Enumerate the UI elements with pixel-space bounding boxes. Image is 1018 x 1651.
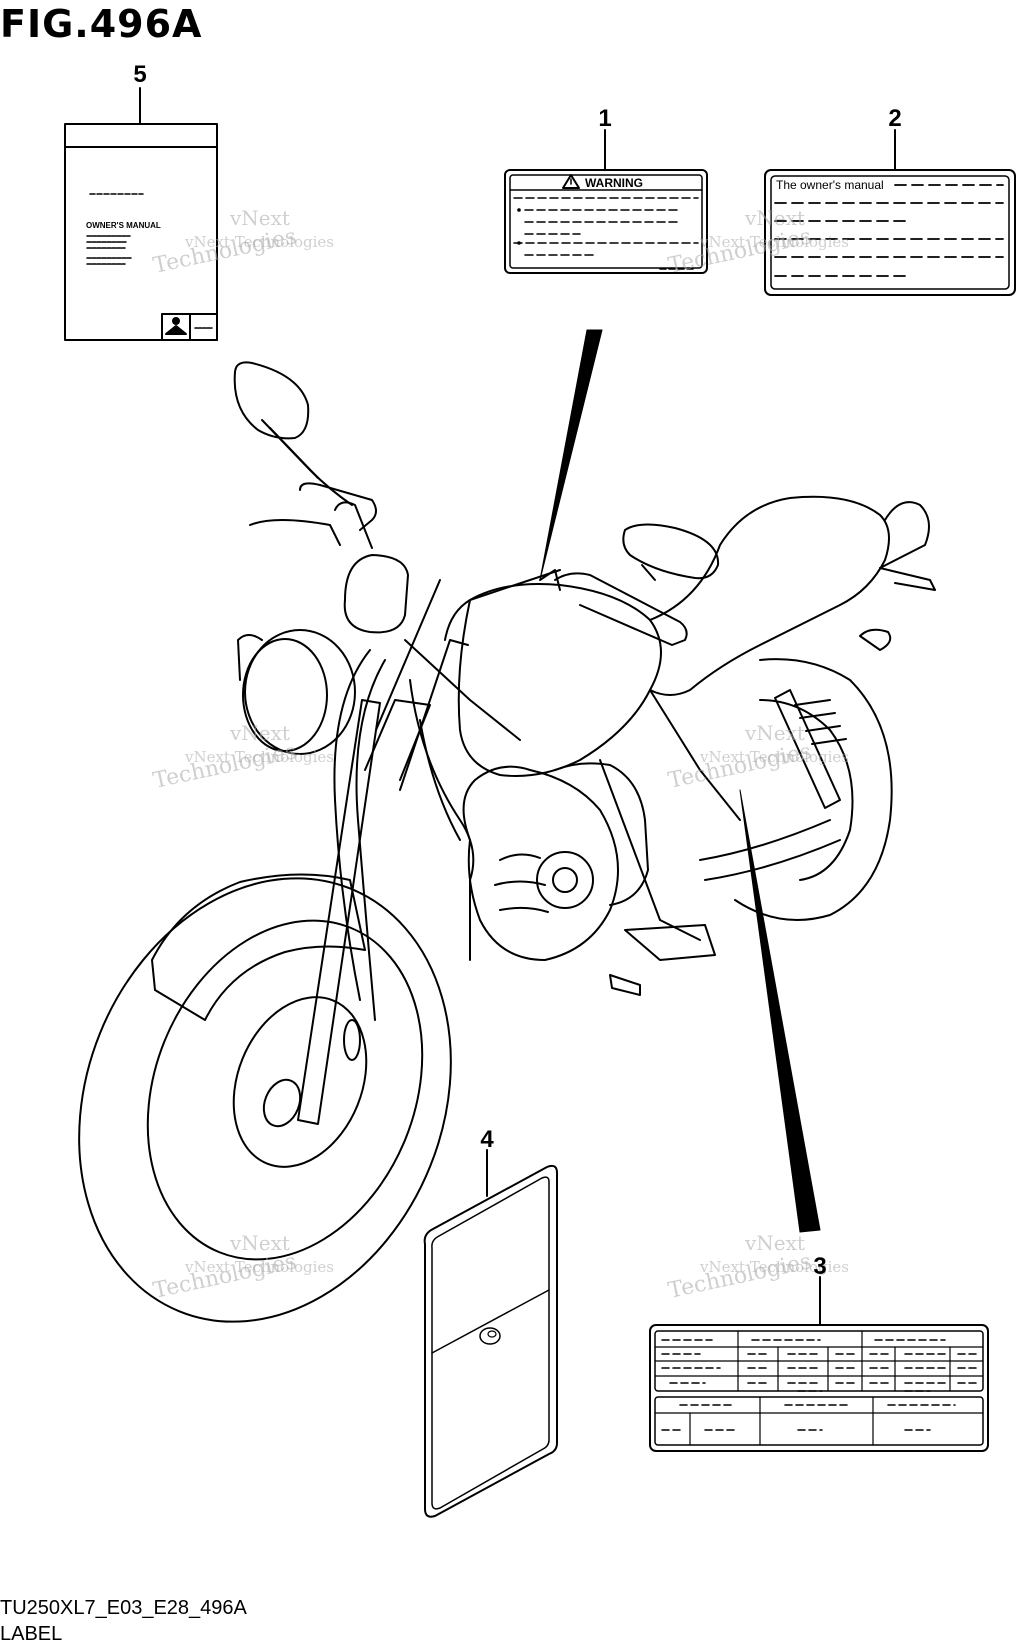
fuel-tank <box>457 583 662 777</box>
callout-3: 3 <box>813 1253 827 1280</box>
svg-text:vNext Technologies: vNext Technologies <box>184 1258 334 1276</box>
svg-text:vNext: vNext <box>744 721 805 745</box>
svg-text:vNext: vNext <box>744 206 805 230</box>
motorcycle-illustration <box>78 361 936 1323</box>
engine <box>462 762 649 961</box>
book-reader-icon <box>165 317 187 335</box>
manual-book-heading: OWNER'S MANUAL <box>86 221 161 230</box>
owners-manual-label-text: The owner's manual <box>776 178 884 192</box>
headlight <box>237 629 356 755</box>
svg-text:vNext Technologies: vNext Technologies <box>699 1258 849 1276</box>
rear-fender <box>879 501 930 569</box>
front-fender <box>151 873 366 1021</box>
rear-wheel <box>734 658 893 921</box>
figure-title: FIG.496A <box>0 2 203 46</box>
frame <box>404 639 741 996</box>
clear-label-sheet <box>423 1149 558 1518</box>
warning-label-title: WARNING <box>585 176 643 190</box>
svg-text:vNext Technologies: vNext Technologies <box>699 233 849 251</box>
exhaust-pipes <box>409 679 841 961</box>
speedometer <box>343 554 409 634</box>
rear-shock <box>774 689 847 809</box>
pointer-tire-label <box>739 789 821 1233</box>
callout-1: 1 <box>598 105 612 132</box>
svg-text:vNext: vNext <box>229 206 290 230</box>
handlebar <box>249 482 688 646</box>
pointer-warning-label <box>539 329 603 581</box>
svg-text:vNext: vNext <box>229 721 290 745</box>
svg-text:vNext: vNext <box>744 1231 805 1255</box>
owners-manual-booklet <box>64 87 218 341</box>
svg-text:vNext Technologies: vNext Technologies <box>184 748 334 766</box>
callout-2: 2 <box>888 105 902 132</box>
right-mirror <box>622 523 720 581</box>
warning-triangle-icon <box>562 174 580 189</box>
callout-4: 4 <box>480 1126 494 1153</box>
figure-code: TU250XL7_E03_E28_496A <box>0 1597 247 1619</box>
figure-name: LABEL <box>0 1623 63 1645</box>
front-wheel <box>78 877 452 1323</box>
tire-information-label <box>649 1276 989 1452</box>
svg-text:vNext Technologies: vNext Technologies <box>699 748 849 766</box>
svg-text:vNext: vNext <box>229 1231 290 1255</box>
left-mirror <box>233 361 353 506</box>
owners-manual-notice-label <box>764 129 1016 296</box>
warning-label <box>504 129 708 274</box>
svg-text:vNext Technologies: vNext Technologies <box>184 233 334 251</box>
callout-5: 5 <box>133 61 147 88</box>
seat <box>649 495 890 696</box>
